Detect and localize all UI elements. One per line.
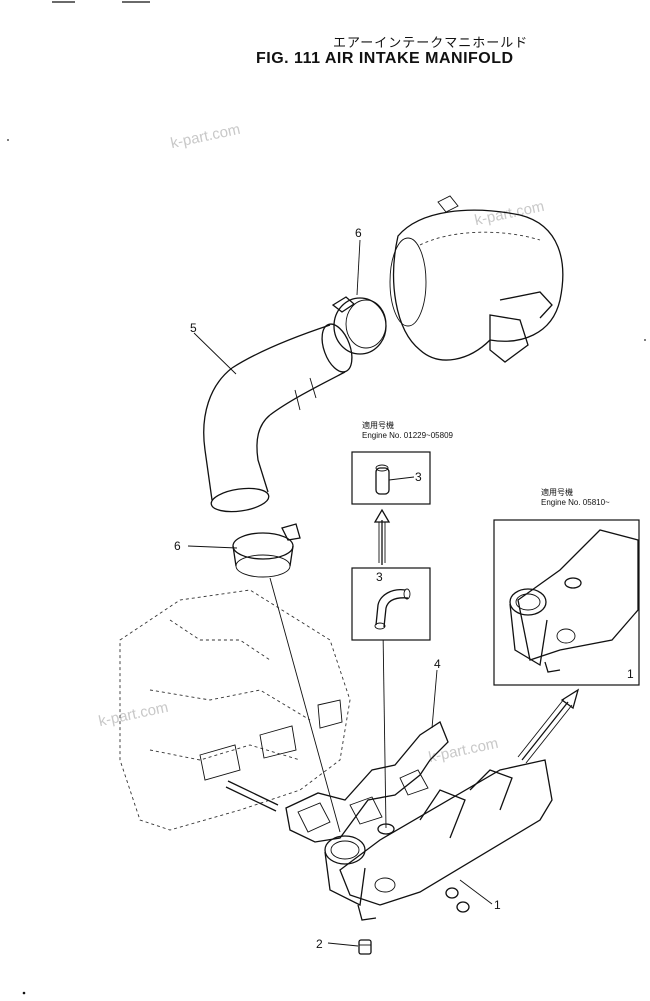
engine-block-drawing (119, 589, 351, 831)
stud-bolt-drawing (225, 780, 279, 812)
gasket-drawing (285, 721, 449, 843)
intake-manifold-drawing (324, 759, 553, 921)
variant-box-inset (493, 519, 640, 686)
callout-3-upper: 3 (415, 470, 422, 484)
callout-6-lower: 6 (174, 539, 181, 553)
callout-3-lower: 3 (376, 570, 383, 584)
variant-box-upper (351, 451, 431, 505)
stray-marks (7, 139, 646, 995)
engine-range-note-b: Engine No. 05810~ (541, 498, 610, 507)
callout-6-upper: 6 (355, 226, 362, 240)
figure-title: FIG. 111 AIR INTAKE MANIFOLD (256, 50, 514, 67)
engine-range-note-jp-b: 適用号機 (541, 488, 573, 497)
intake-hose-drawing (203, 323, 353, 513)
engine-range-note-jp-a: 適用号機 (362, 421, 394, 430)
variant-box-lower (351, 567, 431, 641)
callout-4: 4 (434, 657, 441, 671)
replacement-arrow-inset (517, 688, 580, 764)
replacement-arrow-upper (373, 508, 391, 565)
plug-drawing (358, 939, 372, 955)
callout-1-inset: 1 (627, 667, 634, 681)
callout-2: 2 (316, 937, 323, 951)
callout-5: 5 (190, 321, 197, 335)
air-cleaner-drawing (389, 195, 564, 363)
hose-clamp-lower-drawing (232, 523, 301, 578)
figure-title-japanese: エアーインテークマニホールド (333, 36, 529, 51)
hose-clamp-upper-drawing (331, 296, 387, 355)
callout-1-main: 1 (494, 898, 501, 912)
engine-range-note-a: Engine No. 01229~05809 (362, 431, 453, 440)
